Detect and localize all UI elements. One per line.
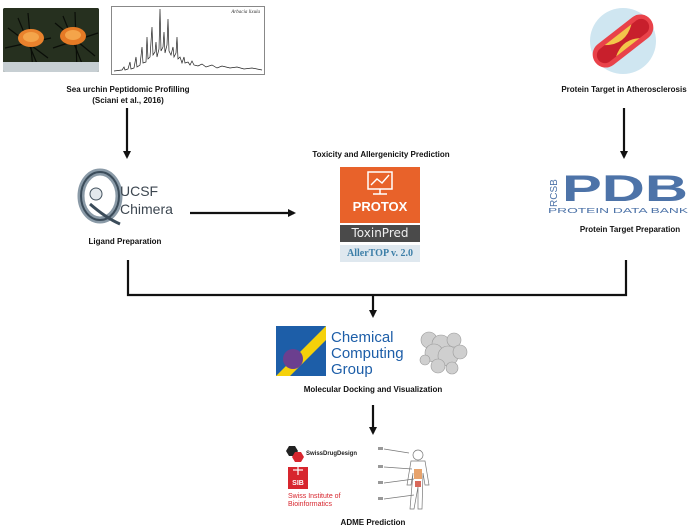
chimera-label: Ligand Preparation xyxy=(88,237,162,246)
chimera-word-top: UCSF xyxy=(120,183,158,199)
chimera-logo: UCSF Chimera xyxy=(77,168,173,226)
protox-logo: PROTOX xyxy=(340,167,420,223)
protox-word: PROTOX xyxy=(353,199,408,214)
sea-urchin-photo xyxy=(3,8,99,72)
target-label: Protein Target in Atherosclerosis xyxy=(561,85,687,94)
source-label: Sea urchin Peptidomic Profilling (Sciani… xyxy=(46,84,210,106)
ccg-line1: Chemical xyxy=(331,329,394,346)
human-body-figure xyxy=(383,448,430,510)
artery-plaque-image xyxy=(590,8,656,74)
adme-label: ADME Prediction xyxy=(340,518,406,527)
swissdrugdesign-word: SwissDrugDesign xyxy=(306,451,357,457)
chimera-word-bottom: Chimera xyxy=(120,201,173,217)
peptidomic-chromatogram: Arbacia lixula xyxy=(111,6,265,75)
allertop-logo: AllerTOP v. 2.0 xyxy=(340,245,420,262)
toxinpred-logo: ToxinPred xyxy=(340,225,420,242)
ccg-logo: Chemical Computing Group xyxy=(276,326,468,378)
docking-label: Molecular Docking and Visualization xyxy=(303,385,443,394)
sib-word: SIB xyxy=(292,480,304,487)
pdb-word: PDB xyxy=(562,168,688,209)
source-label-line1: Sea urchin Peptidomic Profilling xyxy=(66,85,190,94)
sib-name-line2: Bioinformatics xyxy=(288,501,332,508)
sib-badge xyxy=(288,467,308,489)
rcsb-pdb-logo: RCSB PDB PROTEIN DATA BANK xyxy=(548,168,688,215)
sib-name-line1: Swiss Institute of xyxy=(288,493,341,500)
chromatogram-tag: Arbacia lixula xyxy=(231,10,260,15)
adme-tools-graphic: SwissDrugDesign SIB Swiss Institute of B… xyxy=(284,443,459,513)
toxicity-label: Toxicity and Allergenicity Prediction xyxy=(312,150,450,159)
pdb-label: Protein Target Preparation xyxy=(579,225,681,234)
pdb-subtitle: PROTEIN DATA BANK xyxy=(548,206,688,215)
swissdrugdesign-icon xyxy=(286,446,304,462)
source-label-line2: (Sciani et al., 2016) xyxy=(92,96,164,105)
ccg-line3: Group xyxy=(331,361,373,378)
merge-line xyxy=(126,260,628,297)
ccg-line2: Computing xyxy=(331,345,404,362)
rcsb-word: RCSB xyxy=(549,179,560,207)
